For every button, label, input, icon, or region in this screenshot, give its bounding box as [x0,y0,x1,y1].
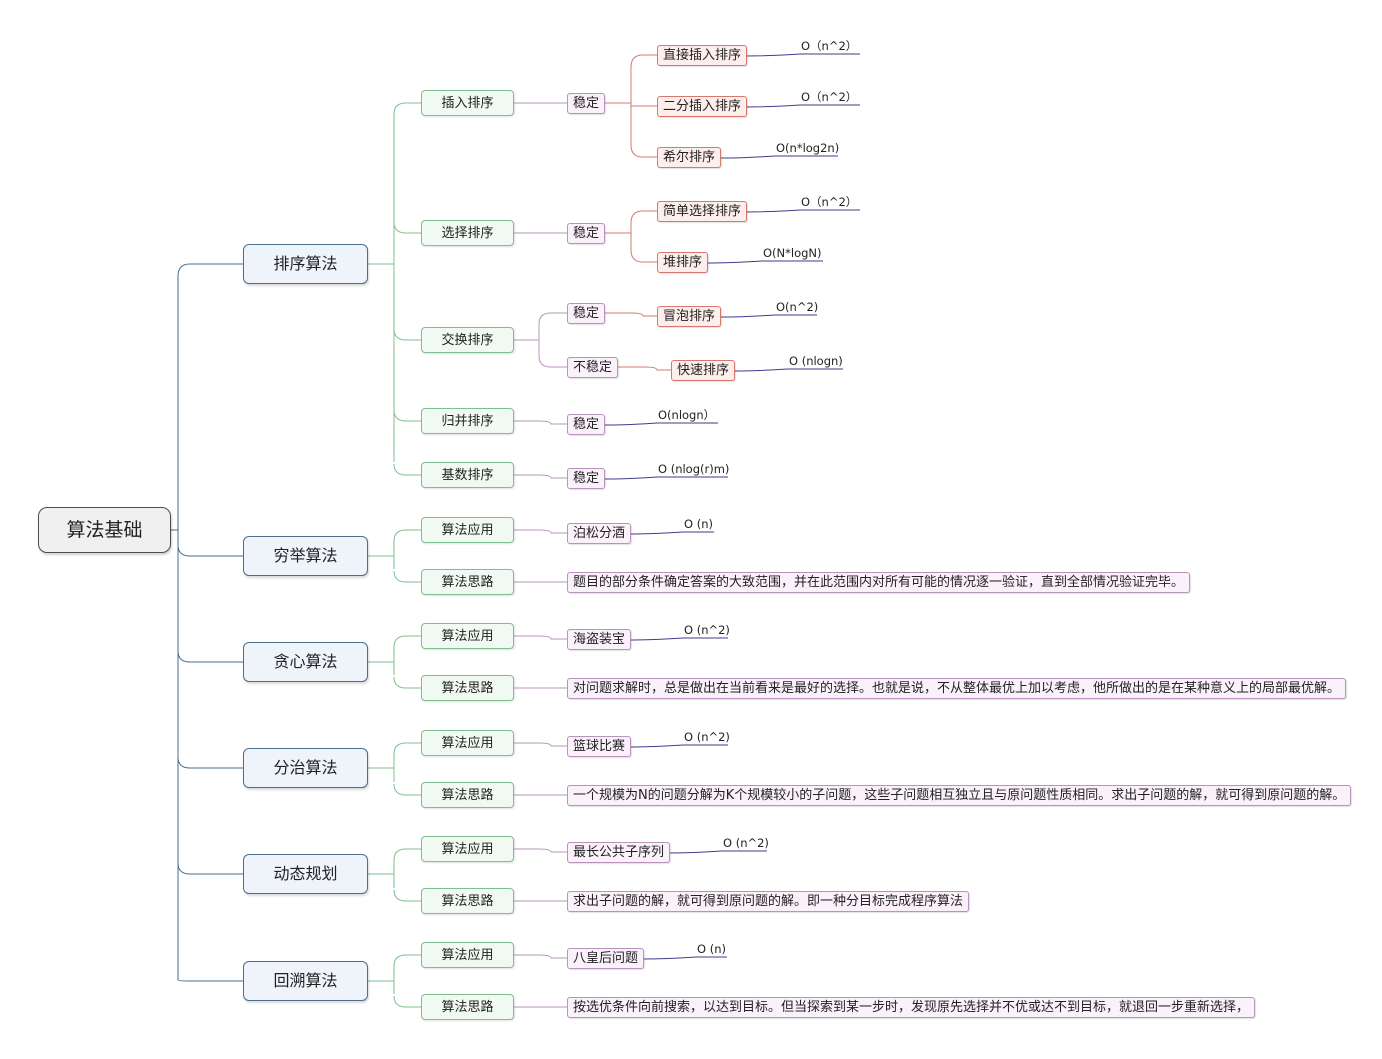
sort-insert[interactable]: 插入排序 [421,90,514,116]
algo-heap-sort[interactable]: 堆排序 [657,252,709,273]
complexity-bubble-sort: O(n^2) [776,300,819,314]
algo-bubble-sort[interactable]: 冒泡排序 [657,306,722,327]
complexity-greedy: O (n^2) [684,623,730,637]
dp-idea-label[interactable]: 算法思路 [421,888,514,914]
backtrack-idea[interactable]: 按选优条件向前搜索，以达到目标。但当探索到某一步时，发现原先选择并不优或达不到目… [567,997,1256,1018]
topic-exhaustive[interactable]: 穷举算法 [243,536,368,576]
sort-merge[interactable]: 归并排序 [421,408,514,434]
divide-idea[interactable]: 一个规模为N的问题分解为K个规模较小的子问题，这些子问题相互独立且与原问题性质相… [567,785,1352,806]
dp-app[interactable]: 最长公共子序列 [567,842,671,863]
merge-stability-tag[interactable]: 稳定 [567,414,606,435]
algo-quick-sort[interactable]: 快速排序 [671,360,736,381]
select-stability-tag[interactable]: 稳定 [567,223,606,244]
algo-simple-selection[interactable]: 简单选择排序 [657,201,748,222]
dp-idea[interactable]: 求出子问题的解，就可得到原问题的解。即一种分目标完成程序算法 [567,891,970,912]
divide-idea-label[interactable]: 算法思路 [421,782,514,808]
algo-straight-insertion[interactable]: 直接插入排序 [657,45,748,66]
greedy-app[interactable]: 海盗装宝 [567,629,632,650]
sort-radix[interactable]: 基数排序 [421,462,514,488]
topic-divide-conquer[interactable]: 分治算法 [243,748,368,788]
root-node[interactable]: 算法基础 [38,507,171,553]
sort-select[interactable]: 选择排序 [421,220,514,246]
sort-exchange[interactable]: 交换排序 [421,327,514,353]
radix-stability-tag[interactable]: 稳定 [567,468,606,489]
exchange-stable-tag[interactable]: 稳定 [567,303,606,324]
divide-app-label[interactable]: 算法应用 [421,730,514,756]
complexity-binary-insertion: O（n^2） [801,90,858,104]
complexity-merge-sort: O(nlogn） [658,408,716,422]
algo-binary-insertion[interactable]: 二分插入排序 [657,96,748,117]
backtrack-idea-label[interactable]: 算法思路 [421,994,514,1020]
greedy-idea[interactable]: 对问题求解时，总是做出在当前看来是最好的选择。也就是说，不从整体最优上加以考虑，… [567,678,1347,699]
backtrack-app-label[interactable]: 算法应用 [421,942,514,968]
topic-sorting[interactable]: 排序算法 [243,244,368,284]
complexity-dp: O (n^2) [723,836,769,850]
complexity-quick-sort: O (nlogn) [789,354,843,368]
complexity-exhaustive: O (n) [684,517,713,531]
greedy-idea-label[interactable]: 算法思路 [421,675,514,701]
complexity-backtrack: O (n) [697,942,726,956]
complexity-straight-insertion: O（n^2） [801,39,858,53]
dp-app-label[interactable]: 算法应用 [421,836,514,862]
complexity-simple-selection: O（n^2） [801,195,858,209]
complexity-shell-sort: O(n*log2n) [776,141,840,155]
divide-app[interactable]: 篮球比赛 [567,736,632,757]
complexity-heap-sort: O(N*logN) [763,246,822,260]
exhaustive-idea[interactable]: 题目的部分条件确定答案的大致范围，并在此范围内对所有可能的情况逐一验证，直到全部… [567,572,1191,593]
exhaustive-idea-label[interactable]: 算法思路 [421,569,514,595]
topic-backtracking[interactable]: 回溯算法 [243,961,368,1001]
greedy-app-label[interactable]: 算法应用 [421,623,514,649]
exhaustive-app[interactable]: 泊松分酒 [567,523,632,544]
topic-greedy[interactable]: 贪心算法 [243,642,368,682]
algo-shell-sort[interactable]: 希尔排序 [657,147,722,168]
exchange-unstable-tag[interactable]: 不稳定 [567,357,619,378]
complexity-divide: O (n^2) [684,730,730,744]
complexity-radix-sort: O (nlog(r)m) [658,462,730,476]
topic-dynamic-programming[interactable]: 动态规划 [243,854,368,894]
insert-stability-tag[interactable]: 稳定 [567,93,606,114]
exhaustive-app-label[interactable]: 算法应用 [421,517,514,543]
backtrack-app[interactable]: 八皇后问题 [567,948,645,969]
